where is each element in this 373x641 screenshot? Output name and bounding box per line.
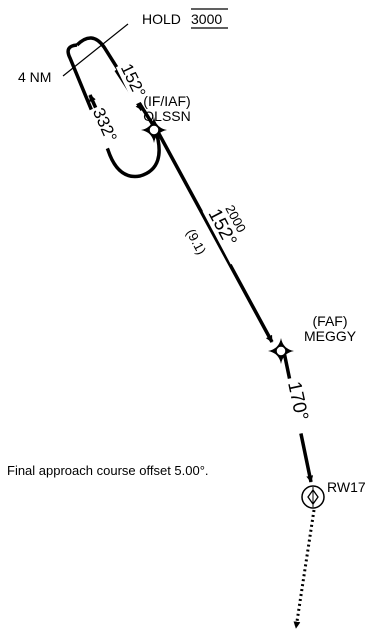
- missed-approach-path: [293, 509, 316, 629]
- meggy-role: (FAF): [313, 313, 348, 329]
- offset-note: Final approach course offset 5.00°.: [7, 463, 209, 478]
- hold-outbound-course: 332°: [89, 105, 121, 145]
- olssn-fix-symbol: [141, 117, 167, 143]
- runway-name: RW17: [327, 479, 366, 495]
- intermediate-distance: (9.1): [183, 226, 209, 257]
- intermediate-segment: [156, 131, 274, 343]
- meggy-fix-symbol: [268, 338, 294, 364]
- runway-symbol: [301, 485, 325, 509]
- hold-leg-length: 4 NM: [18, 69, 51, 85]
- final-course: 170°: [283, 380, 312, 423]
- holding-pattern-track: [66, 36, 161, 179]
- meggy-name: MEGGY: [304, 328, 357, 344]
- hold-altitude: 3000: [191, 11, 222, 27]
- hold-label: HOLD: [142, 11, 181, 27]
- olssn-role: (IF/IAF): [143, 93, 190, 109]
- olssn-name: OLSSN: [143, 108, 190, 124]
- leg-length-leader: [62, 23, 129, 77]
